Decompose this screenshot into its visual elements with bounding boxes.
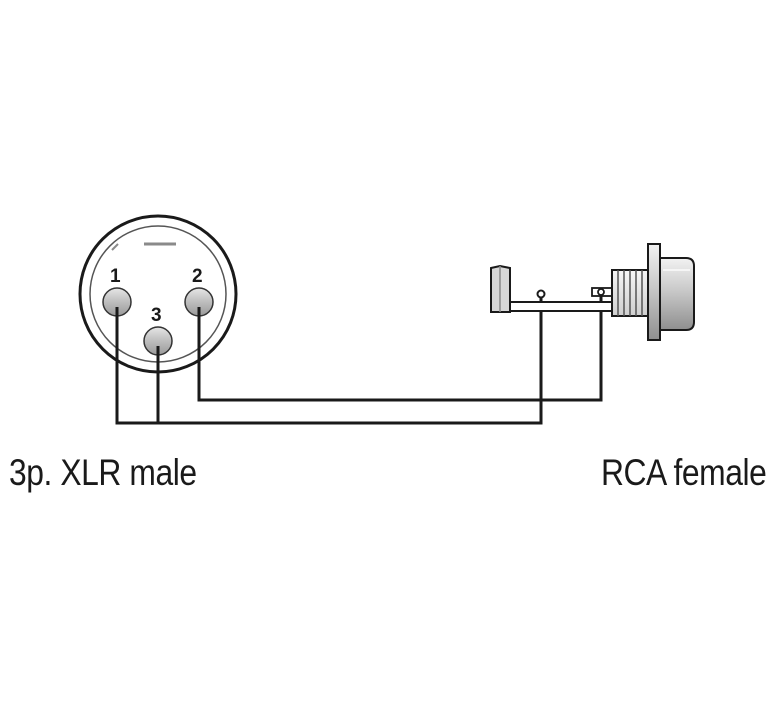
xlr-latch-mark	[111, 243, 119, 251]
xlr-connector: 1 2 3	[78, 214, 238, 374]
rca-flange	[647, 243, 661, 341]
rca-thread-lines	[617, 270, 643, 316]
rca-connector	[490, 243, 695, 341]
pin-1-label: 1	[110, 266, 121, 287]
xlr-caption: 3p. XLR male	[9, 452, 197, 493]
wire-ground	[115, 296, 543, 425]
pin-3-label: 3	[151, 305, 162, 326]
rca-caption: RCA female	[600, 452, 767, 493]
wires	[115, 294, 603, 425]
pin-2-label: 2	[192, 266, 203, 287]
rca-ground-solder-point	[536, 289, 546, 299]
wire-signal	[197, 294, 603, 402]
rca-ground-bar	[509, 301, 613, 312]
rca-signal-solder-point	[597, 288, 605, 296]
rca-barrel	[659, 257, 695, 331]
